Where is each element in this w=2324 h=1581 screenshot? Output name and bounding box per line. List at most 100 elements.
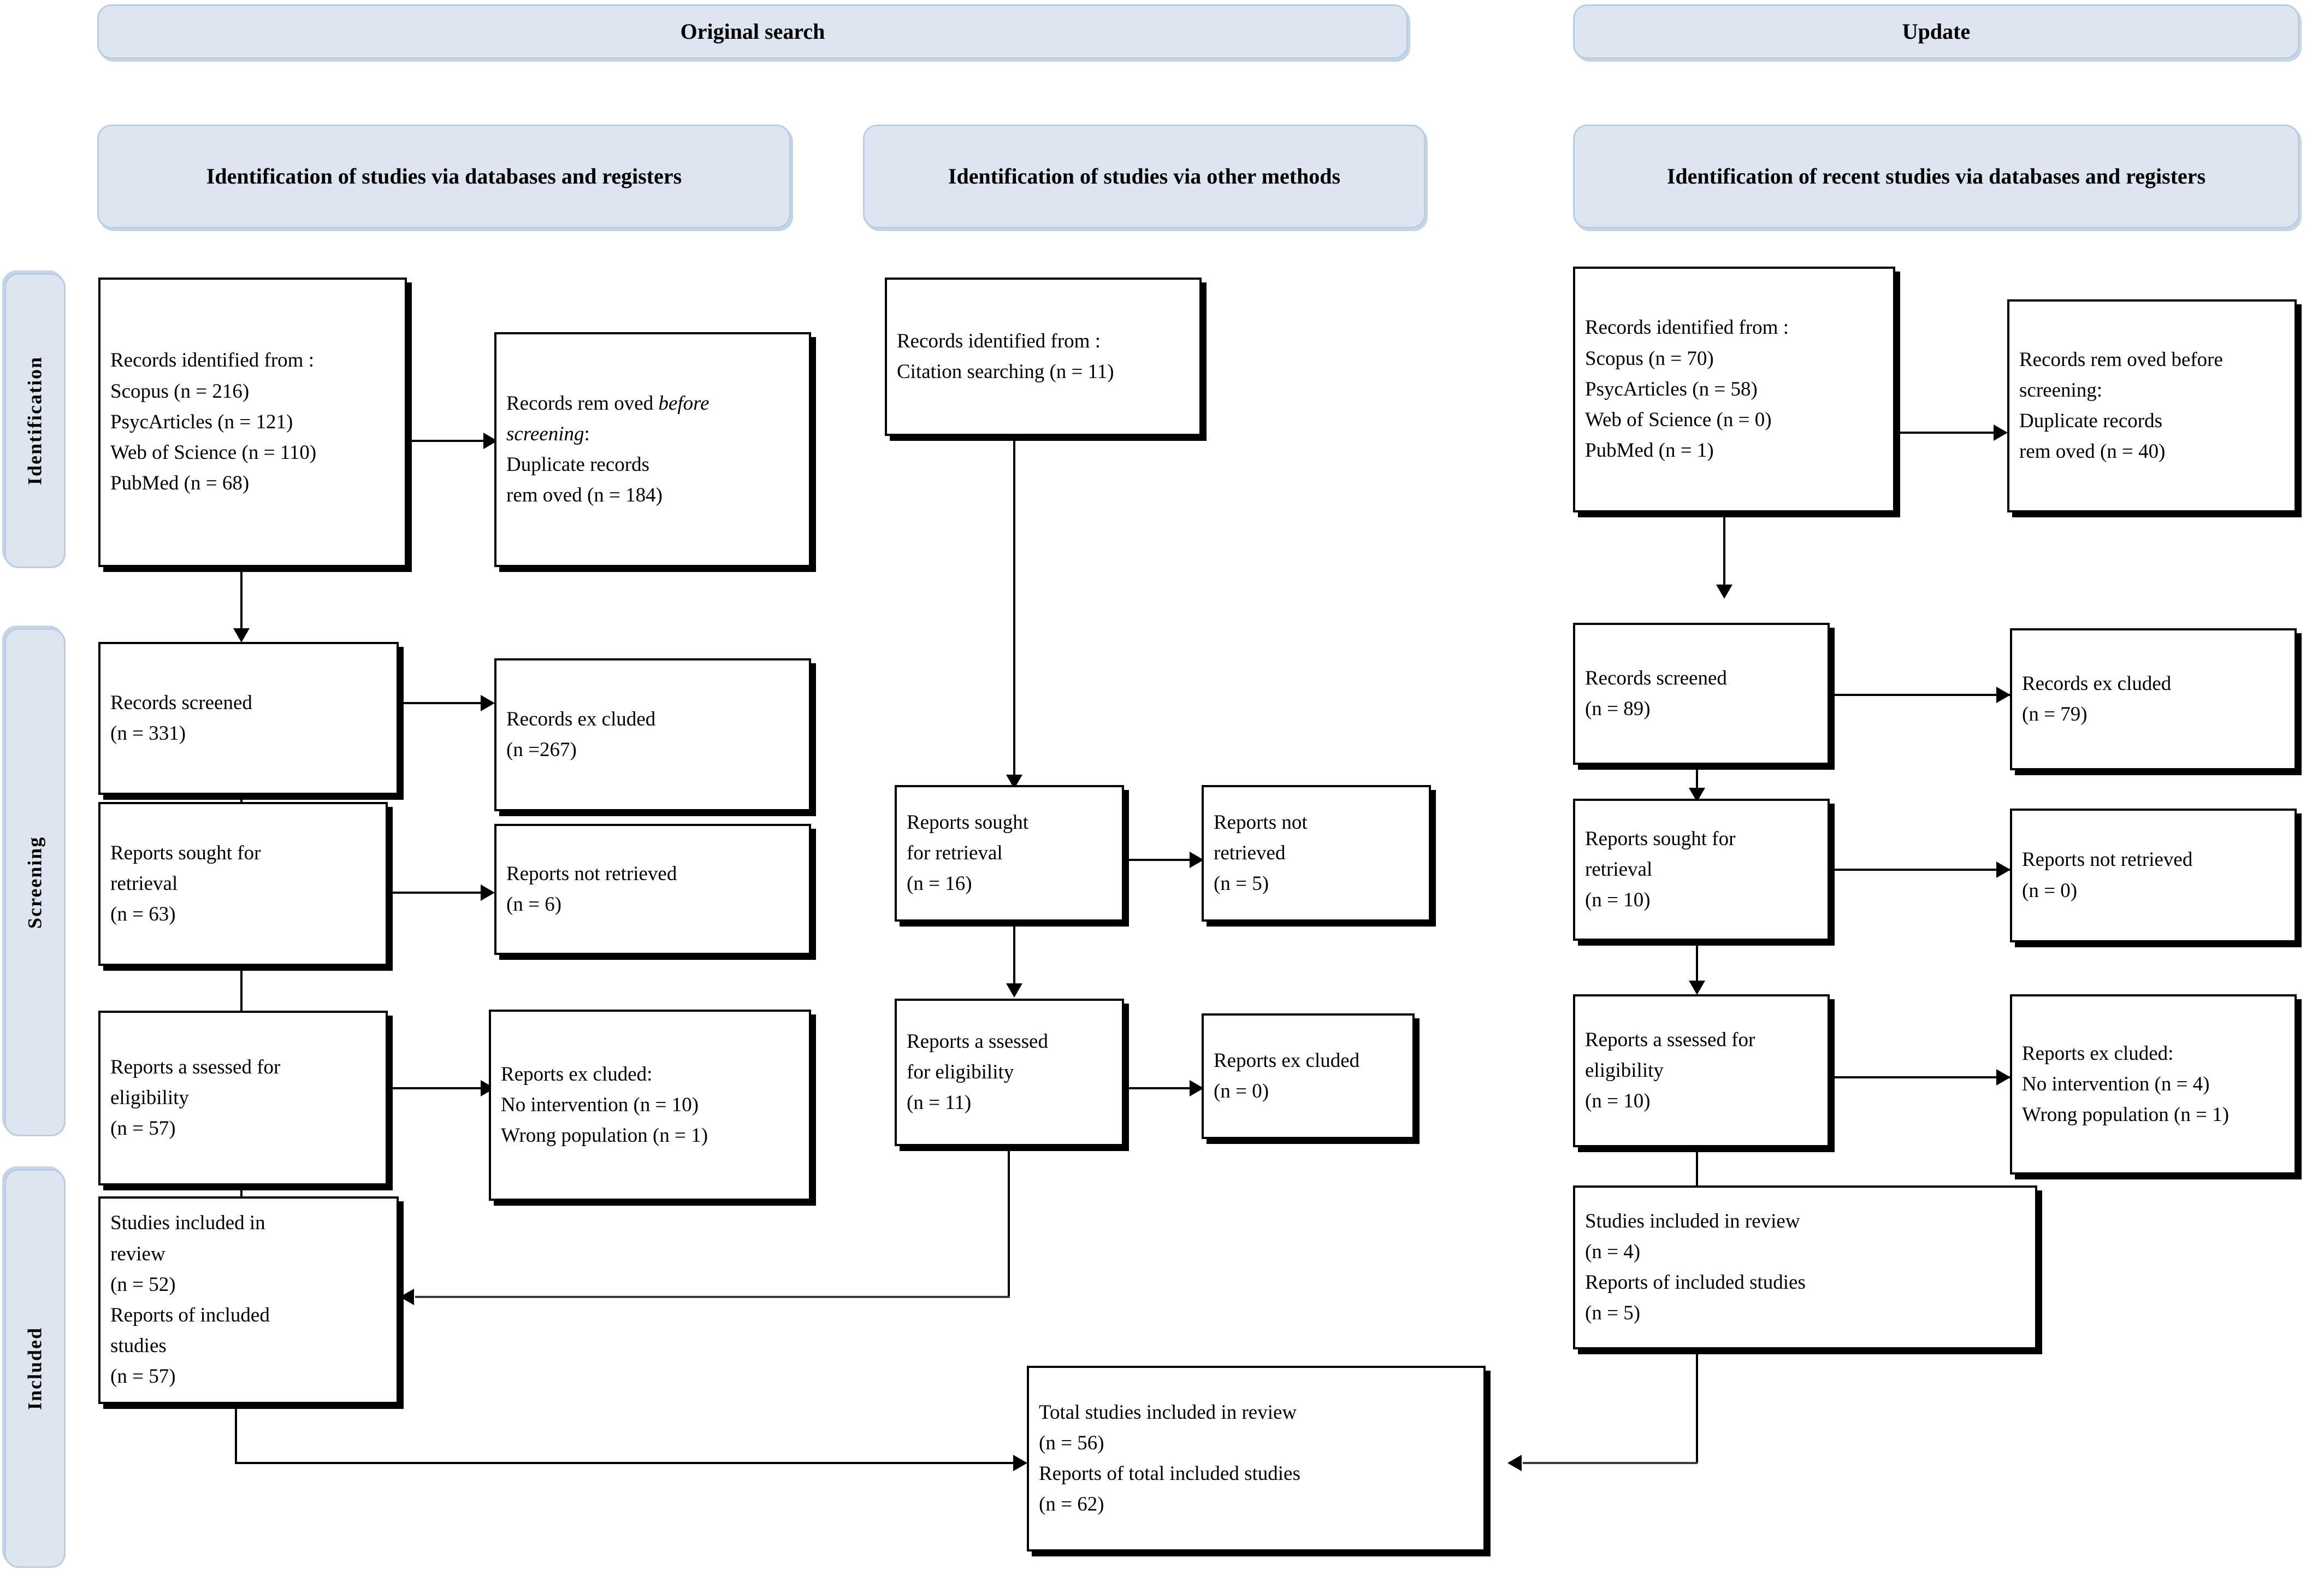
arrowhead-original-included-to-total	[1013, 1455, 1027, 1471]
update-reports-not-retrieved-line-2: (n = 0)	[2022, 879, 2078, 902]
box-original-records-identified: Records identified from : Scopus (n = 21…	[98, 278, 407, 567]
box-update-reports-excluded: Reports ex cluded: No intervention (n = …	[2010, 994, 2297, 1175]
update-records-identified-line-1: Records identified from :	[1585, 316, 1789, 339]
banner-col3-label: Identification of recent studies via dat…	[1666, 164, 2206, 188]
reports-assessed-line-1: Reports a ssessed for	[110, 1055, 281, 1078]
total-line-1: Total studies included in review	[1039, 1401, 1297, 1424]
studies-included-line-2: review	[110, 1242, 165, 1265]
records-screened-line-1: Records screened	[110, 691, 252, 714]
banner-original-search-label: Original search	[680, 19, 825, 44]
banner-col1-label: Identification of studies via databases …	[206, 164, 682, 188]
arrowhead-other-sought-to-notretrieved	[1190, 852, 1204, 868]
arrowhead-screened-to-excluded	[481, 695, 495, 711]
arrowhead-sought-to-notretrieved	[481, 884, 495, 901]
update-reports-sought-line-3: (n = 10)	[1585, 889, 1651, 912]
connector-update-sought-to-assessed	[1696, 941, 1698, 990]
reports-assessed-line-2: eligibility	[110, 1086, 189, 1109]
records-excluded-line-1: Records ex cluded	[506, 707, 656, 730]
box-other-records-identified: Records identified from : Citation searc…	[885, 278, 1202, 436]
other-records-identified-line-2: Citation searching (n = 11)	[897, 361, 1114, 383]
box-update-records-removed: Records rem oved before screening: Dupli…	[2007, 299, 2297, 512]
studies-included-line-1: Studies included in	[110, 1212, 265, 1235]
banner-update: Update	[1573, 4, 2299, 59]
box-other-reports-not-retrieved: Reports not retrieved (n = 5)	[1202, 785, 1431, 922]
banner-col3-identification-recent: Identification of recent studies via dat…	[1573, 125, 2299, 228]
other-reports-assessed-line-3: (n = 11)	[907, 1092, 972, 1114]
update-records-screened-line-2: (n = 89)	[1585, 698, 1651, 720]
other-reports-not-retrieved-line-2: retrieved	[1214, 841, 1286, 864]
box-update-reports-assessed: Reports a ssessed for eligibility (n = 1…	[1573, 994, 1830, 1147]
box-update-records-identified: Records identified from : Scopus (n = 70…	[1573, 267, 1895, 512]
connector-update-included-to-total-horizontal	[1523, 1462, 1698, 1464]
update-records-identified-line-3: PsycArticles (n = 58)	[1585, 377, 1758, 400]
update-records-identified-line-2: Scopus (n = 70)	[1585, 347, 1714, 370]
box-original-reports-assessed: Reports a ssessed for eligibility (n = 5…	[98, 1011, 388, 1185]
connector-update-screened-to-excluded	[1830, 694, 2010, 696]
connector-update-assessed-to-excluded	[1830, 1076, 2010, 1078]
records-removed-emphasis-before: before	[658, 392, 709, 415]
stage-label-included-text: Included	[23, 1326, 46, 1411]
update-studies-included-line-4: (n = 5)	[1585, 1302, 1641, 1325]
update-records-removed-line-2: screening:	[2019, 379, 2103, 402]
records-removed-line-1a: Records rem oved	[506, 392, 659, 415]
connector-other-sought-to-notretrieved	[1124, 859, 1195, 861]
update-reports-excluded-line-1: Reports ex cluded:	[2022, 1042, 2174, 1065]
box-original-reports-sought: Reports sought for retrieval (n = 63)	[98, 802, 388, 966]
total-line-3: Reports of total included studies	[1039, 1462, 1300, 1485]
update-reports-not-retrieved-line-1: Reports not retrieved	[2022, 848, 2193, 871]
records-identified-line-2: Scopus (n = 216)	[110, 380, 250, 403]
arrowhead-update-identified-to-removed	[1994, 424, 2008, 441]
connector-update-screened-to-sought	[1696, 765, 1698, 798]
connector-update-identified-to-removed	[1895, 432, 1999, 434]
records-removed-line-3: Duplicate records	[506, 453, 649, 476]
box-original-reports-excluded: Reports ex cluded: No intervention (n = …	[489, 1010, 811, 1201]
other-reports-assessed-line-1: Reports a ssessed	[907, 1030, 1048, 1053]
reports-sought-line-2: retrieval	[110, 872, 178, 895]
box-update-reports-not-retrieved: Reports not retrieved (n = 0)	[2010, 809, 2297, 942]
arrowhead-other-to-included	[400, 1289, 414, 1305]
update-records-removed-line-1: Records rem oved before	[2019, 348, 2223, 371]
connector-other-to-included-horizontal	[415, 1296, 1010, 1298]
arrowhead-update-sought-to-notretrieved	[1996, 862, 2010, 878]
stage-label-screening-text: Screening	[23, 836, 46, 929]
box-update-records-excluded: Records ex cluded (n = 79)	[2010, 628, 2297, 770]
records-removed-emphasis-screening: screening	[506, 422, 584, 445]
records-excluded-line-2: (n =267)	[506, 739, 577, 761]
arrowhead-update-screened-to-excluded	[1996, 687, 2010, 703]
update-reports-sought-line-2: retrieval	[1585, 858, 1653, 881]
box-original-reports-not-retrieved: Reports not retrieved (n = 6)	[494, 824, 811, 955]
box-original-records-screened: Records screened (n = 331)	[98, 642, 399, 795]
reports-not-retrieved-line-1: Reports not retrieved	[506, 862, 677, 885]
stage-label-identification: Identification	[4, 273, 66, 568]
other-reports-not-retrieved-line-3: (n = 5)	[1214, 872, 1269, 895]
box-update-studies-included: Studies included in review (n = 4) Repor…	[1573, 1185, 2037, 1349]
reports-sought-line-1: Reports sought for	[110, 841, 261, 864]
connector-original-included-to-total-vertical	[235, 1404, 237, 1464]
stage-label-included: Included	[4, 1169, 66, 1568]
other-reports-sought-line-3: (n = 16)	[907, 872, 972, 895]
update-studies-included-line-1: Studies included in review	[1585, 1210, 1800, 1232]
update-reports-assessed-line-1: Reports a ssessed for	[1585, 1028, 1755, 1051]
records-identified-line-3: PsycArticles (n = 121)	[110, 410, 293, 433]
studies-included-line-5: studies	[110, 1335, 167, 1358]
connector-sought-to-notretrieved	[388, 892, 486, 894]
connector-other-identified-to-sought	[1013, 436, 1015, 784]
box-update-records-screened: Records screened (n = 89)	[1573, 623, 1830, 765]
box-other-reports-sought: Reports sought for retrieval (n = 16)	[895, 785, 1124, 922]
studies-included-line-6: (n = 57)	[110, 1365, 176, 1388]
box-total-studies-included: Total studies included in review (n = 56…	[1027, 1366, 1486, 1551]
other-reports-sought-line-2: for retrieval	[907, 841, 1003, 864]
arrowhead-other-sought-to-assessed	[1006, 983, 1022, 998]
connector-update-identified-to-screened	[1723, 512, 1725, 594]
connector-assessed-to-repexcluded	[388, 1087, 486, 1089]
other-records-identified-line-1: Records identified from :	[897, 329, 1101, 352]
total-line-4: (n = 62)	[1039, 1493, 1104, 1516]
connector-identified-to-removed	[407, 440, 489, 442]
update-records-identified-line-5: PubMed (n = 1)	[1585, 439, 1714, 462]
update-reports-excluded-line-3: Wrong population (n = 1)	[2022, 1104, 2230, 1126]
other-reports-sought-line-1: Reports sought	[907, 811, 1029, 834]
studies-included-line-3: (n = 52)	[110, 1273, 176, 1296]
box-original-records-removed: Records rem oved before screening: Dupli…	[494, 332, 811, 567]
connector-screened-to-excluded	[399, 702, 486, 704]
